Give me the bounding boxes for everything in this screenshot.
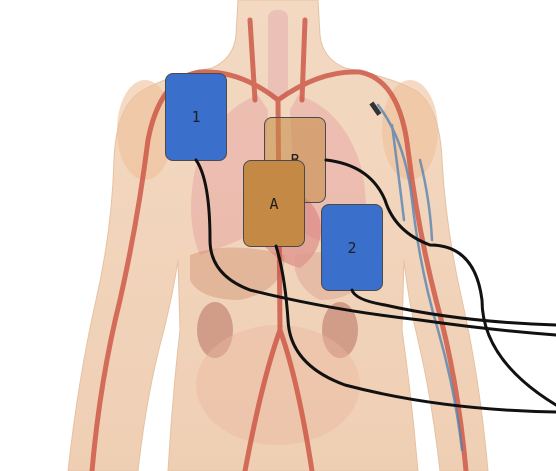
electrode-pad-a-label: A — [269, 195, 278, 213]
defib-pad-2-label: 2 — [347, 239, 356, 257]
electrode-pad-a[interactable]: A — [243, 160, 305, 247]
trachea — [268, 10, 288, 100]
defib-pad-1[interactable]: 1 — [165, 73, 227, 161]
defib-pad-1-label: 1 — [191, 108, 200, 126]
defib-pad-2[interactable]: 2 — [321, 204, 383, 291]
